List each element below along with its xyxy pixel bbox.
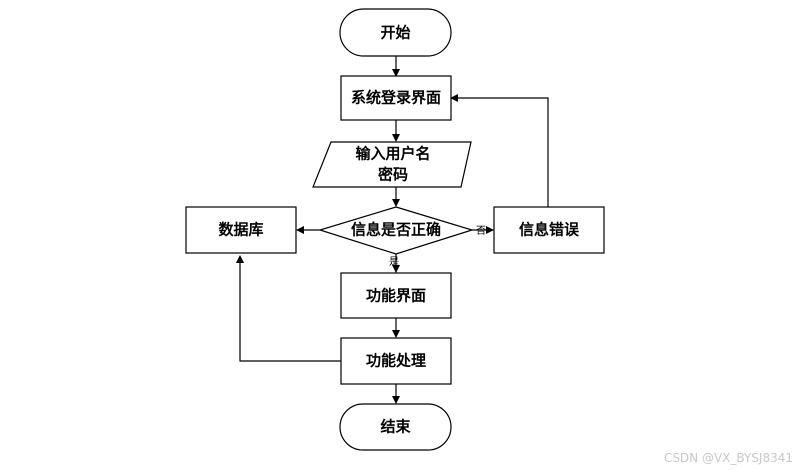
node-func-ui: 功能界面 [340,272,452,319]
login-process [340,75,452,121]
end-terminator [339,403,452,451]
end-label: 结束 [380,418,411,436]
input-parallelogram [312,141,472,188]
error-process [493,206,605,254]
start-label: 开始 [380,24,410,42]
edge-error-login [450,94,549,207]
node-database: 数据库 [185,206,297,254]
decision-diamond [317,206,475,255]
node-func-proc: 功能处理 [340,337,452,385]
input-label-line1: 输入用户名 [355,145,430,163]
node-error: 信息错误 [493,206,605,254]
func-proc-process [340,337,452,385]
edge-funcproc-database [236,255,341,362]
error-label: 信息错误 [519,221,580,239]
input-label-line2: 密码 [378,166,408,184]
login-label: 系统登录界面 [351,89,441,107]
edge-label-no: 否 [476,225,486,237]
node-decision: 信息是否正确 [317,206,475,255]
edges [236,56,549,404]
func-ui-label: 功能界面 [366,287,426,305]
watermark: CSDN @VX_BYSJ8341 [663,451,793,465]
node-end: 结束 [339,403,452,451]
node-input: 输入用户名 密码 [312,141,472,188]
database-label: 数据库 [218,221,263,239]
database-process [185,206,297,254]
edge-label-yes: 是 [389,256,399,268]
node-start: 开始 [339,8,452,57]
func-proc-label: 功能处理 [366,352,426,370]
func-ui-process [340,272,452,319]
node-login: 系统登录界面 [340,75,452,121]
decision-label: 信息是否正确 [351,221,441,239]
start-terminator [339,8,452,57]
